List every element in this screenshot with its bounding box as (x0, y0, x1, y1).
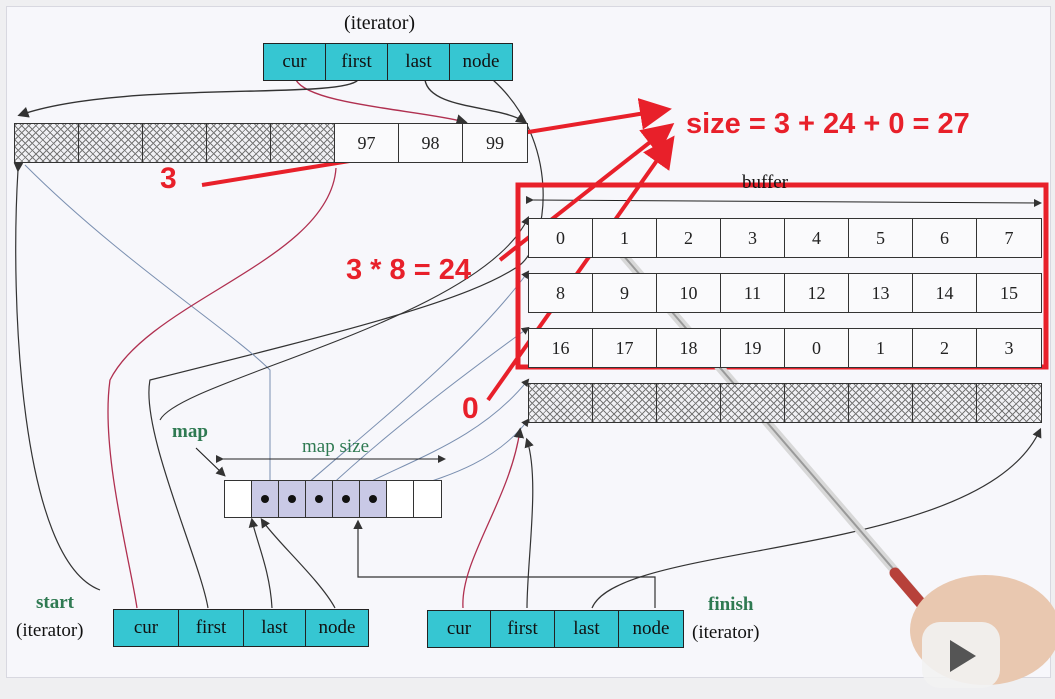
buffer-cell: 19 (721, 329, 785, 367)
hatched-cell (913, 384, 977, 422)
top-iterator: cur first last node (263, 43, 513, 81)
top-iterator-title: (iterator) (344, 12, 416, 34)
finish-iterator-sub: (iterator) (692, 622, 760, 643)
finish-label: finish (708, 594, 754, 615)
top-iterator-first: first (326, 44, 388, 80)
start-iterator-node: node (318, 617, 356, 638)
buffer-cell: 2 (913, 329, 977, 367)
buffer-cell: 14 (913, 274, 977, 312)
top-iterator-last: last (388, 44, 450, 80)
first-count-annotation: 3 (160, 162, 177, 195)
last-count-annotation: 0 (462, 392, 479, 425)
buffer-cell: 1 (849, 329, 913, 367)
buffer-cell: 0 (529, 219, 593, 257)
map-slot (414, 481, 441, 517)
finish-iterator: cur first last node (427, 610, 684, 648)
buffer-cell: 17 (593, 329, 657, 367)
buffer-cell: 18 (657, 329, 721, 367)
hatched-cell (849, 384, 913, 422)
buffer-cell: 12 (785, 274, 849, 312)
buffer-cell: 7 (1004, 227, 1014, 248)
hatched-cell (785, 384, 849, 422)
buffer-cell: 10 (657, 274, 721, 312)
map-array (224, 480, 442, 518)
buffer-cell: 8 (529, 274, 593, 312)
buffer-row-3: 16 17 18 19 0 1 2 3 (528, 328, 1042, 368)
finish-iterator-last: last (555, 611, 619, 647)
buffer-cell: 0 (785, 329, 849, 367)
start-iterator-cur: cur (114, 610, 179, 646)
hatched-cell (977, 384, 1041, 422)
buffer-cell: 13 (849, 274, 913, 312)
hatched-cell (529, 384, 593, 422)
map-node (306, 481, 333, 517)
buffer-cell: 99 (486, 132, 504, 153)
map-slot (225, 481, 252, 517)
finish-iterator-first: first (491, 611, 555, 647)
finish-iterator-cur: cur (428, 611, 491, 647)
hatched-cell (15, 124, 79, 162)
map-size-label: map size (302, 436, 370, 457)
map-slot (387, 481, 414, 517)
start-iterator-sub: (iterator) (16, 620, 84, 641)
hatched-cell (721, 384, 785, 422)
buffer-cell: 9 (593, 274, 657, 312)
buffer-cell: 4 (785, 219, 849, 257)
hatched-cell (593, 384, 657, 422)
buffer-label: buffer (742, 172, 789, 193)
buffer-cell: 6 (913, 219, 977, 257)
top-iterator-cur: cur (264, 44, 326, 80)
buffer-cell: 15 (1000, 282, 1018, 303)
start-iterator: cur first last node (113, 609, 369, 647)
map-node (279, 481, 306, 517)
buffer-cell: 98 (399, 124, 463, 162)
map-node (360, 481, 387, 517)
buffer-row-2: 8 9 10 11 12 13 14 15 (528, 273, 1042, 313)
size-formula: size = 3 + 24 + 0 = 27 (686, 108, 970, 140)
buffer-cell: 1 (593, 219, 657, 257)
video-logo-icon (922, 622, 1000, 688)
map-node (252, 481, 279, 517)
last-buffer-row (528, 383, 1042, 423)
map-label: map (172, 421, 208, 442)
buffer-cell: 16 (529, 329, 593, 367)
start-iterator-first: first (179, 610, 244, 646)
first-buffer-row: 97 98 99 (14, 123, 528, 163)
top-iterator-node: node (462, 51, 500, 72)
buffer-cell: 5 (849, 219, 913, 257)
buffer-row-1: 0 1 2 3 4 5 6 7 (528, 218, 1042, 258)
hatched-cell (143, 124, 207, 162)
hatched-cell (657, 384, 721, 422)
buffer-cell: 11 (721, 274, 785, 312)
buffer-cell: 2 (657, 219, 721, 257)
hatched-cell (271, 124, 335, 162)
buffer-cell: 3 (1004, 337, 1014, 358)
buffer-cell: 97 (335, 124, 399, 162)
middle-count-annotation: 3 * 8 = 24 (346, 254, 471, 286)
finish-iterator-node: node (632, 618, 670, 639)
start-iterator-last: last (244, 610, 306, 646)
hatched-cell (207, 124, 271, 162)
map-node (333, 481, 360, 517)
buffer-cell: 3 (721, 219, 785, 257)
start-label: start (36, 592, 74, 613)
hatched-cell (79, 124, 143, 162)
